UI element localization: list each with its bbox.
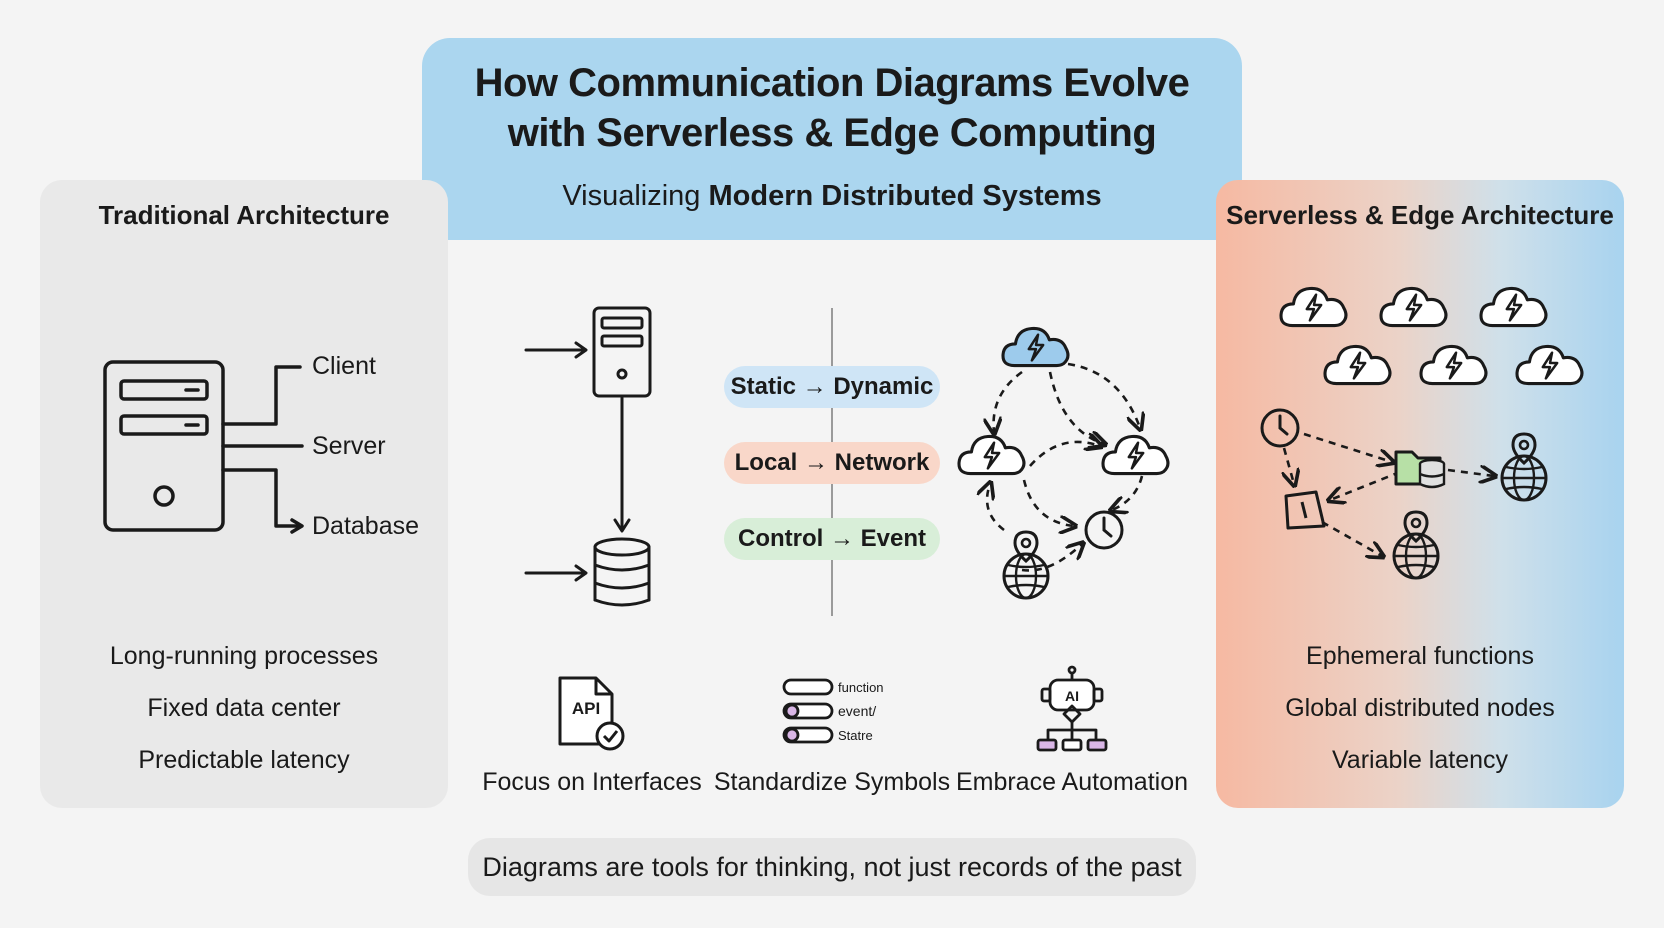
input-arrow-top [524, 341, 588, 359]
page-subtitle: Visualizing Modern Distributed Systems [422, 178, 1242, 214]
symbol-legend-icon [782, 678, 834, 744]
shift-pill-control-event: Control → Event [724, 518, 940, 560]
legend-function-text: function [838, 680, 884, 695]
feature-label-interfaces: Focus on Interfaces [482, 768, 702, 796]
traditional-point-3: Predictable latency [138, 746, 350, 774]
title-line-1: How Communication Diagrams Evolve [474, 61, 1190, 105]
serverless-panel: Serverless & Edge Architecture Ephemeral… [1216, 180, 1624, 808]
serverless-title: Serverless & Edge Architecture [1226, 200, 1614, 230]
label-client: Client [312, 352, 376, 380]
serverless-point-3: Variable latency [1331, 746, 1509, 774]
subtitle-plain: Visualizing [562, 180, 709, 212]
event-arrows [987, 362, 1142, 572]
ai-icon-text: AI [1065, 688, 1079, 704]
shift-pill-static-dynamic: Static → Dynamic [724, 366, 940, 408]
shift-pill-local-network: Local → Network [724, 442, 940, 484]
small-server-icon [592, 306, 652, 398]
label-server: Server [312, 432, 386, 460]
connector-lines [221, 365, 304, 534]
serverless-arrows [1284, 432, 1494, 556]
input-arrow-bottom [524, 564, 588, 582]
title-line-2: with Serverless & Edge Computing [507, 111, 1157, 155]
server-to-db-arrow [613, 396, 631, 533]
traditional-panel: Traditional Architecture Long-running pr… [40, 180, 448, 808]
traditional-title: Traditional Architecture [98, 200, 390, 230]
subtitle-bold: Modern Distributed Systems [708, 180, 1102, 212]
api-icon-text: API [572, 699, 600, 718]
footer-banner: Diagrams are tools for thinking, not jus… [468, 838, 1196, 896]
feature-label-automation: Embrace Automation [955, 768, 1189, 796]
legend-event-text: event/ [838, 703, 876, 719]
legend-state-text: Statre [838, 728, 873, 743]
traditional-point-1: Long-running processes [109, 642, 379, 670]
serverless-point-2: Global distributed nodes [1285, 694, 1555, 722]
label-database: Database [312, 512, 420, 540]
traditional-point-2: Fixed data center [147, 694, 341, 722]
page-title: How Communication Diagrams Evolve with S… [422, 58, 1242, 158]
function-box-icon [1284, 490, 1326, 530]
ai-robot-icon [1036, 665, 1108, 752]
header-banner [422, 38, 1242, 240]
feature-label-symbols: Standardize Symbols [713, 768, 951, 796]
api-document-check-icon [558, 676, 625, 751]
storage-folder-icon [1394, 450, 1446, 489]
database-icon [593, 537, 651, 607]
serverless-point-1: Ephemeral functions [1306, 642, 1534, 670]
